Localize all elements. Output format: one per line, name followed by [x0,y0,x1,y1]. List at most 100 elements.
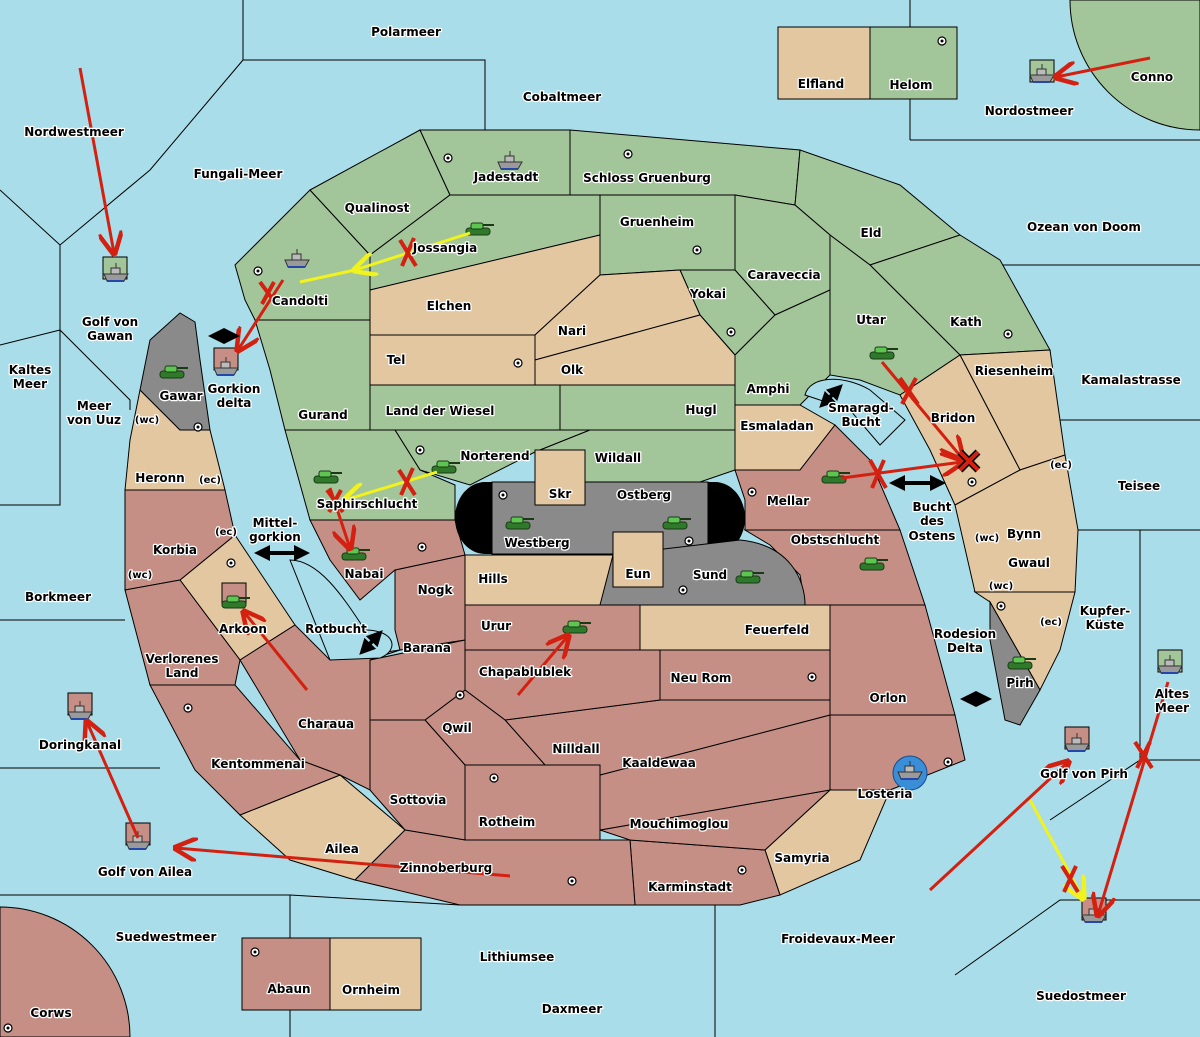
label-feuerfeld: Feuerfeld [745,623,810,637]
label-mittelgorkion-1: Mittel- [253,516,298,530]
label-ostberg: Ostberg [617,488,671,502]
label-bucht-des-ostens-3: Ostens [909,529,956,543]
region-eun[interactable] [612,531,664,588]
label-gurand: Gurand [298,408,348,422]
label-urur: Urur [481,619,511,633]
label-doringkanal: Doringkanal [39,738,121,752]
label-abaun: Abaun [267,982,310,996]
label-corws: Corws [30,1006,71,1020]
label-heronn: Heronn [135,471,184,485]
label-suedostmeer: Suedostmeer [1036,989,1126,1003]
label-utar: Utar [856,313,886,327]
label-gorkion-delta-2: delta [217,396,252,410]
label-saphirschlucht: Saphirschlucht [317,497,418,511]
label-hills: Hills [478,572,508,586]
region-kentommenai[interactable] [149,684,342,816]
label-mellar: Mellar [767,494,809,508]
supply-centers [3,36,1013,1033]
supply-center-icon [250,947,260,957]
label-riesenheim: Riesenheim [975,364,1054,378]
supply-center-icon [513,358,523,368]
region-elfland[interactable] [777,26,871,100]
region-skr[interactable] [534,449,586,506]
label-conno: Conno [1131,70,1173,84]
label-teisee: Teisee [1118,479,1160,493]
region-zinnoberburg[interactable] [354,829,636,906]
label-korbia: Korbia [153,543,197,557]
supply-center-icon [737,865,747,875]
label-smaragd-bucht-2: Bucht [841,415,880,429]
label-qualinost: Qualinost [345,201,410,215]
support-arrow [516,636,568,696]
label-verlorenes-land-2: Land [166,666,199,680]
label-kaaldewaa: Kaaldewaa [622,756,696,770]
label-pirh: Pirh [1006,676,1033,690]
support-arrow [299,268,356,284]
label-zinnoberburg: Zinnoberburg [400,861,492,875]
label-barana: Barana [403,641,451,655]
label-golf-von-ailea: Golf von Ailea [98,865,192,879]
label-nari: Nari [558,324,586,338]
supply-center-icon [943,757,953,767]
label-orlon: Orlon [869,691,906,705]
label-olk: Olk [561,363,584,377]
move-arrow [880,361,962,458]
region-corws[interactable] [0,906,131,1037]
region-mellar[interactable] [734,424,901,531]
supply-center-icon [726,327,736,337]
label-candolti: Candolti [272,294,328,308]
label-bynn: Bynn [1007,527,1041,541]
support-arrow [244,612,309,691]
label-altes-meer-2: Meer [1155,701,1189,715]
label-rodesion-delta-1: Rodesion [934,627,996,641]
label-gwaul-wc: (wc) [989,581,1013,592]
label-samyria: Samyria [774,851,829,865]
label-golf-von-gawan-2: Gawan [87,329,133,343]
supply-center-icon [443,153,453,163]
label-westberg: Westberg [504,536,569,550]
region-ornheim[interactable] [329,937,422,1011]
label-ornheim: Ornheim [342,983,400,997]
label-yokai: Yokai [689,287,726,301]
label-bucht-des-ostens-1: Bucht [912,500,951,514]
label-skr: Skr [549,487,572,501]
region-nogk[interactable] [394,554,466,651]
label-bridon: Bridon [931,411,976,425]
label-karminstadt: Karminstadt [648,880,732,894]
move-arrow [238,279,285,350]
label-nordostmeer: Nordostmeer [985,104,1074,118]
pink-provinces [124,424,966,906]
label-daxmeer: Daxmeer [542,1002,603,1016]
label-qwil: Qwil [442,721,472,735]
label-hugl: Hugl [685,403,716,417]
label-bynn-wc: (wc) [975,533,999,544]
label-froidevaux-meer: Froidevaux-Meer [781,932,895,946]
region-gruenheim[interactable] [599,194,736,276]
supply-center-icon [498,490,508,500]
supply-center-icon [996,601,1006,611]
supply-center-icon [1003,329,1013,339]
supply-center-icon [489,773,499,783]
region-abaun[interactable] [241,937,331,1011]
label-eun: Eun [625,567,650,581]
label-obstschlucht: Obstschlucht [791,533,880,547]
region-conno[interactable] [1069,0,1200,131]
label-jossangia: Jossangia [412,241,477,255]
label-elfland: Elfland [798,77,844,91]
supply-center-icon [807,672,817,682]
region-verlorenes-land[interactable] [124,579,241,686]
move-arrow [78,67,114,253]
region-korbia[interactable] [124,489,236,591]
label-kupfer-kueste-2: Küste [1086,618,1125,632]
label-nogk: Nogk [418,583,454,597]
supply-center-icon [417,542,427,552]
label-esmaladan: Esmaladan [740,419,813,433]
label-korbia-ec: (ec) [215,527,237,538]
region-olk[interactable] [534,314,736,386]
region-gwaul[interactable] [973,591,1076,692]
label-polarmeer: Polarmeer [371,25,441,39]
label-smaragd-bucht-1: Smaragd- [828,401,893,415]
label-kentommenai: Kentommenai [211,757,305,771]
label-mittelgorkion-2: gorkion [249,530,301,544]
label-elchen: Elchen [427,299,472,313]
